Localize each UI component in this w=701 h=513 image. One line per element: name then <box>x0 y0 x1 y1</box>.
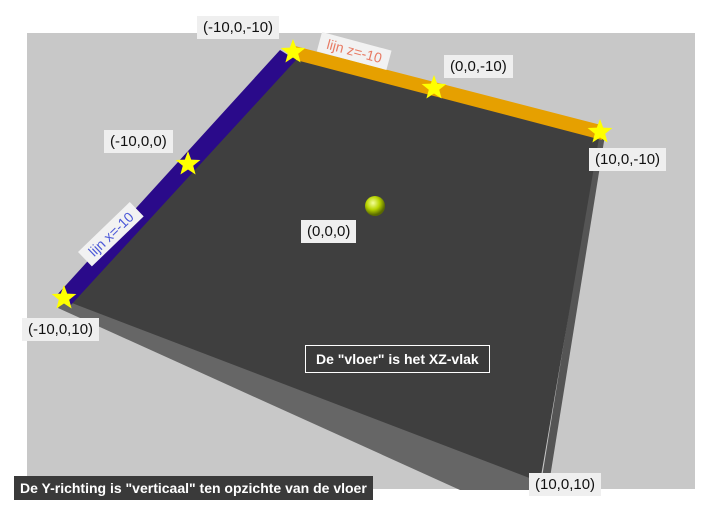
label-point-m10-0-10: (-10,0,10) <box>22 318 100 341</box>
y-direction-caption: De Y-richting is "verticaal" ten opzicht… <box>14 476 373 500</box>
star-10-0-m10-icon <box>587 119 613 143</box>
star-0-0-m10-icon <box>421 75 447 99</box>
star-m10-0-10-icon <box>51 285 77 309</box>
label-point-m10-0-m10: (-10,0,-10) <box>197 16 280 39</box>
floor-side-edge <box>58 300 540 490</box>
floor-caption: De "vloer" is het XZ-vlak <box>305 345 490 373</box>
label-point-0-0-0: (0,0,0) <box>301 220 357 243</box>
floor-right-edge <box>540 132 605 490</box>
label-point-10-0-10: (10,0,10) <box>529 473 602 496</box>
label-point-0-0-m10: (0,0,-10) <box>444 55 513 78</box>
origin-ball <box>365 196 385 216</box>
label-point-m10-0-0: (-10,0,0) <box>104 130 173 153</box>
point-markers <box>51 39 613 309</box>
star-m10-0-0-icon <box>175 151 201 175</box>
star-m10-0-m10-icon <box>280 39 306 63</box>
line-z-bar <box>291 45 602 140</box>
label-point-10-0-m10: (10,0,-10) <box>589 148 667 171</box>
